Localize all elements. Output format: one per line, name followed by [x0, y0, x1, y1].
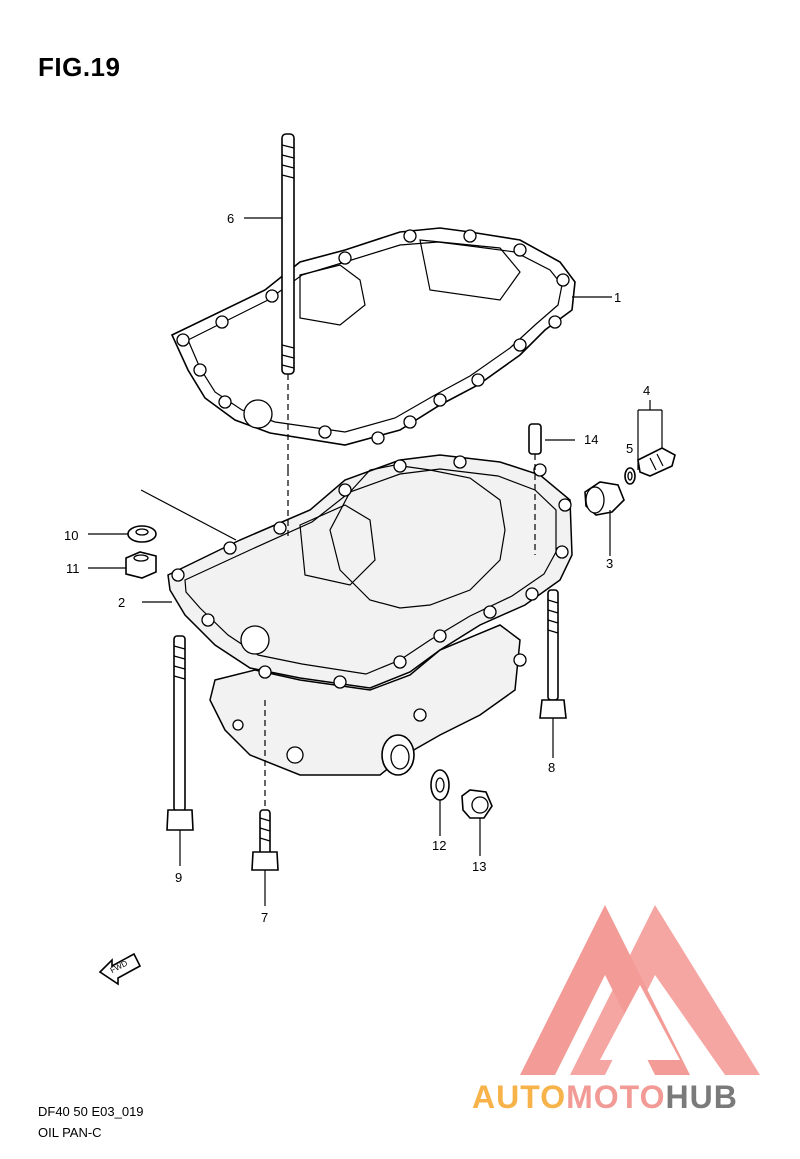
bolt-9-part	[166, 635, 194, 831]
drain-plug-part	[461, 789, 493, 819]
watermark-text: AUTOMOTOHUB	[472, 1079, 738, 1115]
gasket-part	[170, 227, 576, 446]
callout-6: 6	[227, 211, 234, 226]
callout-9: 9	[175, 870, 182, 885]
callout-1: 1	[614, 290, 621, 305]
plug-part	[584, 481, 625, 516]
callout-12: 12	[432, 838, 446, 853]
callout-5: 5	[626, 441, 633, 456]
bolt-7-part	[251, 700, 279, 871]
fwd-arrow-icon: FWD	[98, 952, 142, 986]
dowel-pin-part	[528, 423, 542, 555]
callout-labels: 6 1 4 5 14 10 11 3 2 8 12 13 9 7	[64, 211, 650, 925]
callout-3: 3	[606, 556, 613, 571]
callout-10: 10	[64, 528, 78, 543]
callout-2: 2	[118, 595, 125, 610]
callout-7: 7	[261, 910, 268, 925]
watermark-hub: HUB	[665, 1079, 737, 1115]
watermark-logo	[520, 905, 760, 1075]
callout-11: 11	[66, 561, 80, 576]
callout-13: 13	[472, 859, 486, 874]
leader-lines	[88, 217, 663, 906]
bolt-8-part	[539, 589, 567, 719]
callout-14: 14	[584, 432, 598, 447]
figure-name: OIL PAN-C	[38, 1125, 102, 1140]
washer-part	[127, 525, 157, 543]
watermark-auto: AUTO	[472, 1079, 566, 1115]
sensor-part	[637, 447, 676, 477]
callout-8: 8	[548, 760, 555, 775]
o-ring-part	[624, 467, 636, 485]
figure-title: FIG.19	[38, 52, 121, 82]
callout-4: 4	[643, 383, 650, 398]
drain-gasket-part	[430, 769, 450, 801]
watermark-moto: MOTO	[566, 1079, 665, 1115]
figure-code: DF40 50 E03_019	[38, 1104, 144, 1119]
stud-part	[281, 133, 295, 470]
nut-part	[125, 551, 157, 579]
oil-pan-part	[167, 454, 573, 776]
